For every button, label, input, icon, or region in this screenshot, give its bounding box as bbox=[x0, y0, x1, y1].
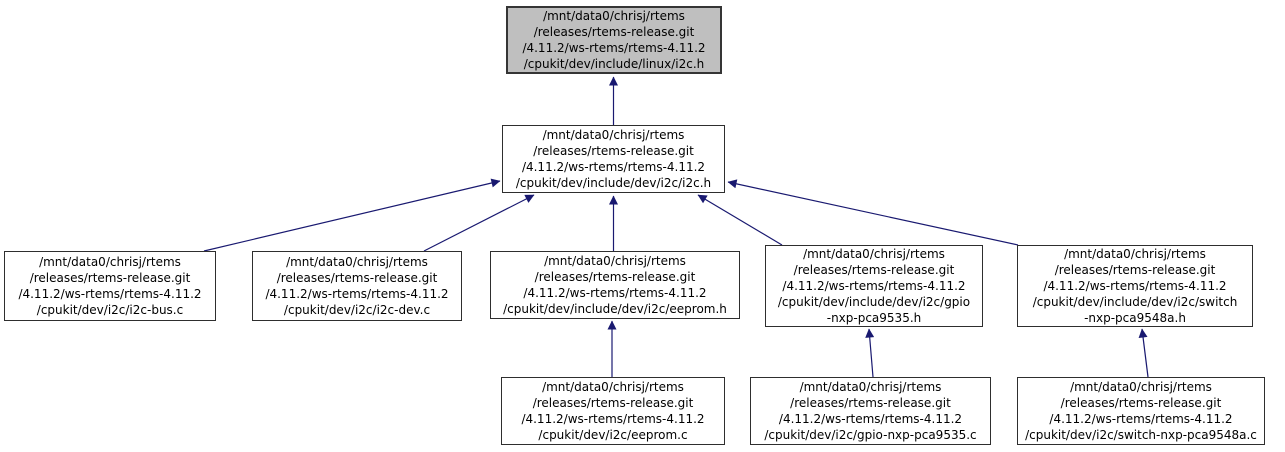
node-i2c-dev-c[interactable]: /mnt/data0/chrisj/rtems /releases/rtems-… bbox=[252, 251, 462, 321]
node-label: /mnt/data0/chrisj/rtems /releases/rtems-… bbox=[1032, 247, 1238, 325]
node-label: /mnt/data0/chrisj/rtems /releases/rtems-… bbox=[522, 9, 706, 71]
node-label: /mnt/data0/chrisj/rtems /releases/rtems-… bbox=[777, 247, 971, 325]
node-gpio-nxp-pca9535-h[interactable]: /mnt/data0/chrisj/rtems /releases/rtems-… bbox=[765, 245, 983, 327]
node-label: /mnt/data0/chrisj/rtems /releases/rtems-… bbox=[764, 380, 977, 442]
node-linux-i2c-h: /mnt/data0/chrisj/rtems /releases/rtems-… bbox=[506, 6, 722, 74]
node-eeprom-c[interactable]: /mnt/data0/chrisj/rtems /releases/rtems-… bbox=[501, 377, 725, 445]
node-label: /mnt/data0/chrisj/rtems /releases/rtems-… bbox=[503, 254, 727, 316]
node-label: /mnt/data0/chrisj/rtems /releases/rtems-… bbox=[1025, 380, 1257, 442]
edge-i2c-dev-c-to-i2c-h bbox=[423, 194, 535, 252]
node-label: /mnt/data0/chrisj/rtems /releases/rtems-… bbox=[18, 255, 202, 317]
node-label: /mnt/data0/chrisj/rtems /releases/rtems-… bbox=[515, 128, 712, 190]
edge-i2c-bus-c-to-i2c-h bbox=[203, 178, 501, 252]
node-switch-nxp-pca9548a-c[interactable]: /mnt/data0/chrisj/rtems /releases/rtems-… bbox=[1017, 377, 1265, 445]
node-gpio-nxp-pca9535-c[interactable]: /mnt/data0/chrisj/rtems /releases/rtems-… bbox=[750, 377, 991, 445]
node-eeprom-h[interactable]: /mnt/data0/chrisj/rtems /releases/rtems-… bbox=[490, 251, 740, 319]
node-i2c-bus-c[interactable]: /mnt/data0/chrisj/rtems /releases/rtems-… bbox=[4, 251, 216, 321]
edge-switch-nxp-pca9548a-c-to-switch-nxp-pca9548a-h bbox=[1138, 328, 1149, 378]
edge-gpio-nxp-pca9535-c-to-gpio-nxp-pca9535-h bbox=[865, 328, 875, 378]
edge-gpio-nxp-pca9535-h-to-i2c-h bbox=[697, 194, 783, 246]
node-switch-nxp-pca9548a-h[interactable]: /mnt/data0/chrisj/rtems /releases/rtems-… bbox=[1017, 245, 1253, 327]
edge-switch-nxp-pca9548a-h-to-i2c-h bbox=[727, 179, 1019, 246]
node-label: /mnt/data0/chrisj/rtems /releases/rtems-… bbox=[521, 380, 705, 442]
node-label: /mnt/data0/chrisj/rtems /releases/rtems-… bbox=[265, 255, 449, 317]
node-dev-i2c-i2c-h[interactable]: /mnt/data0/chrisj/rtems /releases/rtems-… bbox=[502, 125, 725, 193]
